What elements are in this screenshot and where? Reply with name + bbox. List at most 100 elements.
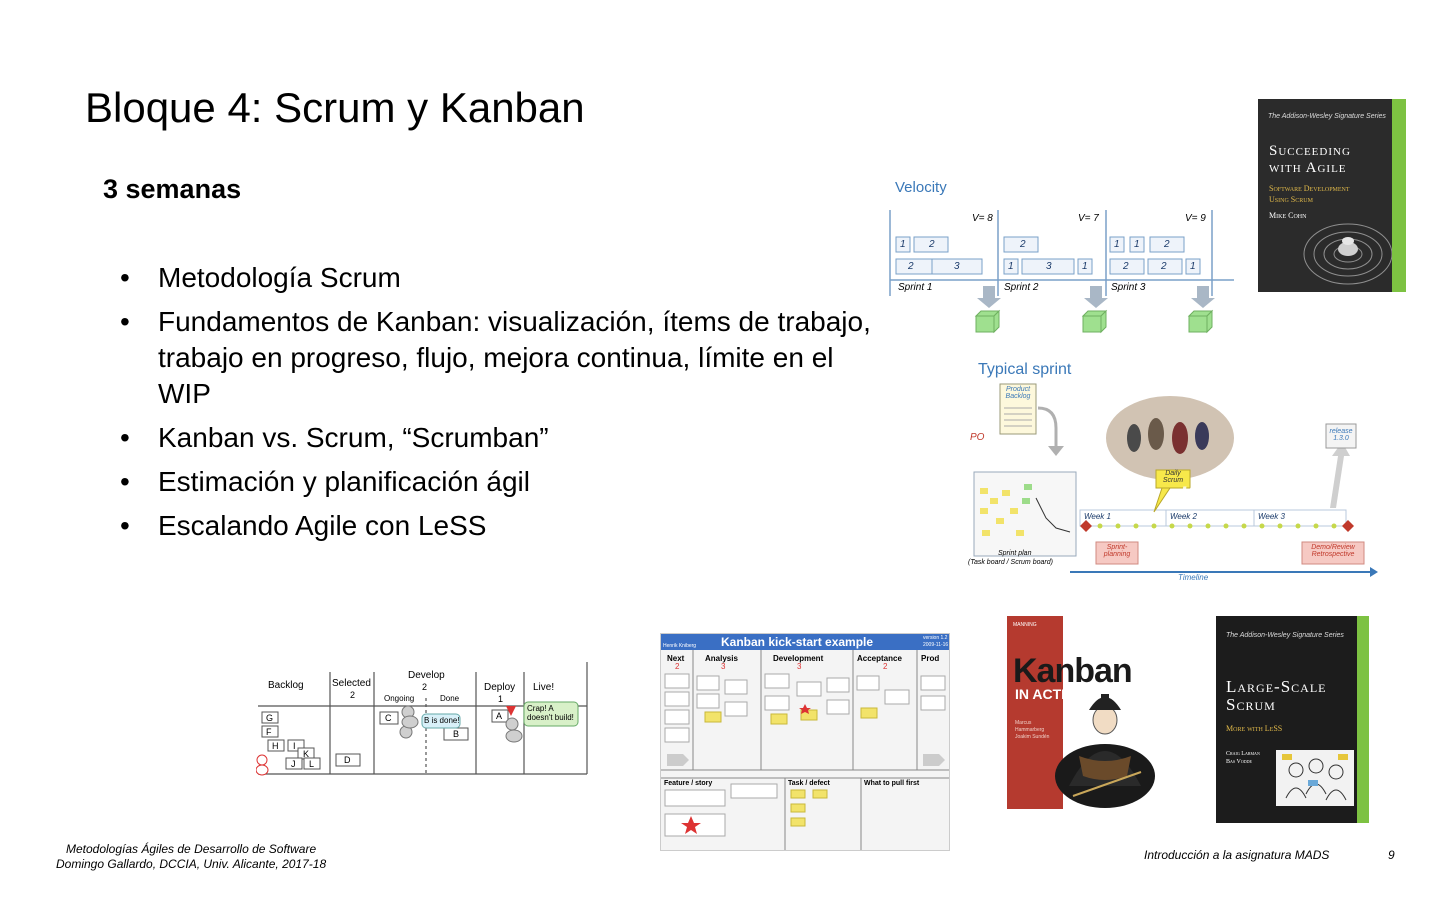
poster-legend-title: Task / defect	[788, 780, 830, 787]
card: A	[496, 711, 503, 721]
card: C	[385, 713, 392, 723]
poster-limit: 2	[675, 662, 680, 671]
column-develop-limit: 2	[422, 682, 428, 692]
book-subtitle: IN ACTION	[1015, 686, 1087, 702]
bullet-item: • Metodología Scrum	[120, 260, 880, 296]
book-title: Large-Scale Scrum	[1226, 678, 1327, 714]
column-deploy: Deploy	[484, 682, 516, 693]
typical-sprint-title: Typical sprint	[978, 361, 1072, 378]
release-label: release 1.3.0	[1329, 428, 1353, 442]
bullet-dot: •	[120, 306, 130, 337]
book-title: Kanban	[1013, 652, 1133, 690]
story-point: 2	[1164, 239, 1170, 250]
book-author: Mike Cohn	[1269, 211, 1307, 220]
column-ongoing: Ongoing	[384, 694, 415, 703]
book-subtitle: More with LeSS	[1226, 724, 1283, 733]
velocity-label: V= 7	[1078, 213, 1099, 224]
footer-subject: Introducción a la asignatura MADS	[1144, 848, 1330, 862]
column-done: Done	[440, 694, 460, 703]
poster-title: Kanban kick-start example	[721, 635, 874, 649]
velocity-graphic	[889, 210, 1234, 334]
bullet-item: •Kanban vs. Scrum, “Scrumban”	[120, 420, 880, 456]
story-point: 2	[908, 261, 914, 272]
book-red-band	[1007, 616, 1063, 809]
week-label: Week 3	[1258, 512, 1285, 521]
bullet-text: Fundamentos de Kanban: visualización, ít…	[158, 306, 871, 409]
kanban-board-lines	[256, 662, 588, 776]
daily-scrum-label: Daily Scrum	[1162, 470, 1184, 484]
samurai-illustration	[1055, 694, 1155, 808]
velocity-title: Velocity	[895, 179, 947, 196]
week-label: Week 1	[1084, 512, 1111, 521]
story-point: 3	[954, 261, 960, 272]
story-point: 2	[929, 239, 935, 250]
story-point: 1	[1114, 239, 1120, 250]
card: L	[309, 759, 315, 769]
footer-course-title: Metodologías Ágiles de Desarrollo de Sof…	[65, 842, 317, 856]
story-point: 1	[1082, 261, 1088, 272]
book-spine-stripe	[1392, 99, 1406, 292]
typical-sprint-graphic	[973, 383, 1378, 577]
poster-column: Acceptance	[857, 654, 902, 663]
card: J	[291, 759, 296, 769]
speech-bubble-crap: Crap! A doesn't build!	[527, 704, 574, 722]
column-develop: Develop	[408, 670, 445, 681]
book-subtitle-line: Software Development	[1269, 184, 1350, 193]
book-title-line: with Agile	[1269, 160, 1347, 176]
iteration-label: Iteration1	[1180, 482, 1280, 507]
poster-column: Prod	[921, 654, 940, 663]
book-author: Bas Vodde	[1226, 759, 1252, 765]
bullet-list: • Metodología Scrum • Fundamentos de Kanba…	[120, 260, 880, 552]
poster-limit: 3	[797, 662, 802, 671]
book-title-line: Succeeding	[1269, 143, 1351, 159]
slide-subtitle: 3 semanas	[103, 174, 242, 204]
velocity-label: V= 9	[1185, 213, 1206, 224]
book-cover-large-scale-scrum: The Addison-Wesley Signature Series Larg…	[1216, 616, 1369, 823]
book-title: Succeeding with Agile	[1269, 143, 1351, 177]
poster-header	[661, 634, 949, 650]
poster-limit: 3	[721, 662, 726, 671]
book-title-line: Scrum	[1226, 695, 1276, 714]
bullet-item: •Estimación y planificación ágil	[120, 464, 880, 500]
typical-sprint-diagram: Typical sprint	[966, 358, 1386, 584]
card: B	[453, 729, 460, 739]
sprint-planning-label: Sprint-planning	[1103, 544, 1131, 558]
poster-column: Next	[667, 654, 685, 663]
book-title-line: Large-Scale	[1226, 677, 1327, 696]
poster-column: Development	[773, 654, 824, 663]
bullet-item: •Escalando Agile con LeSS	[120, 508, 880, 544]
poster-legend-title: What to pull first	[864, 780, 920, 787]
column-selected-limit: 2	[350, 690, 356, 700]
sprint-label: Sprint 2	[1004, 282, 1039, 293]
product-backlog-label: Product Backlog	[1005, 386, 1031, 400]
timeline-label: Timeline	[1178, 573, 1209, 582]
poster-legend-title: Feature / story	[664, 780, 713, 787]
bullet-dot: •	[120, 262, 130, 293]
card: H	[272, 741, 279, 751]
column-backlog: Backlog	[268, 680, 304, 691]
card: I	[293, 741, 296, 751]
book-subtitle: Software Development Using Scrum	[1269, 183, 1350, 205]
kanban-board-sketch: Backlog Selected 2 Develop 2 Ongoing Don…	[256, 662, 589, 780]
story-point: 1	[1190, 261, 1196, 272]
story-point: 1	[900, 239, 906, 250]
sprint-plan-label: Sprint plan	[998, 550, 1032, 557]
poster-author: Henrik Kniberg	[663, 643, 697, 649]
card: G	[266, 713, 274, 723]
column-selected: Selected	[332, 678, 371, 689]
kanban-kickstart-poster: Kanban kick-start example Henrik Kniberg…	[660, 633, 950, 851]
po-label: PO	[970, 432, 985, 443]
demo-review-label: Demo/Review Retrospective	[1311, 544, 1355, 558]
book-authors: Craig Larman Bas Vodde	[1226, 750, 1260, 766]
speech-bubble-done: B is done!	[424, 716, 460, 725]
zen-stones-image	[1303, 223, 1392, 285]
task-board-label: (Task board / Scrum board)	[968, 559, 1053, 566]
card: K	[303, 749, 310, 759]
bullet-dot: •	[120, 422, 130, 453]
story-point: 1	[1134, 239, 1140, 250]
velocity-diagram: Velocity V= 8	[880, 176, 1240, 336]
book-cover-succeeding-with-agile: The Addison-Wesley Signature Series Succ…	[1258, 99, 1406, 292]
bullet-text: Metodología Scrum	[158, 262, 401, 293]
poster-version: version 1.2	[923, 635, 948, 641]
story-point: 2	[1123, 261, 1129, 272]
